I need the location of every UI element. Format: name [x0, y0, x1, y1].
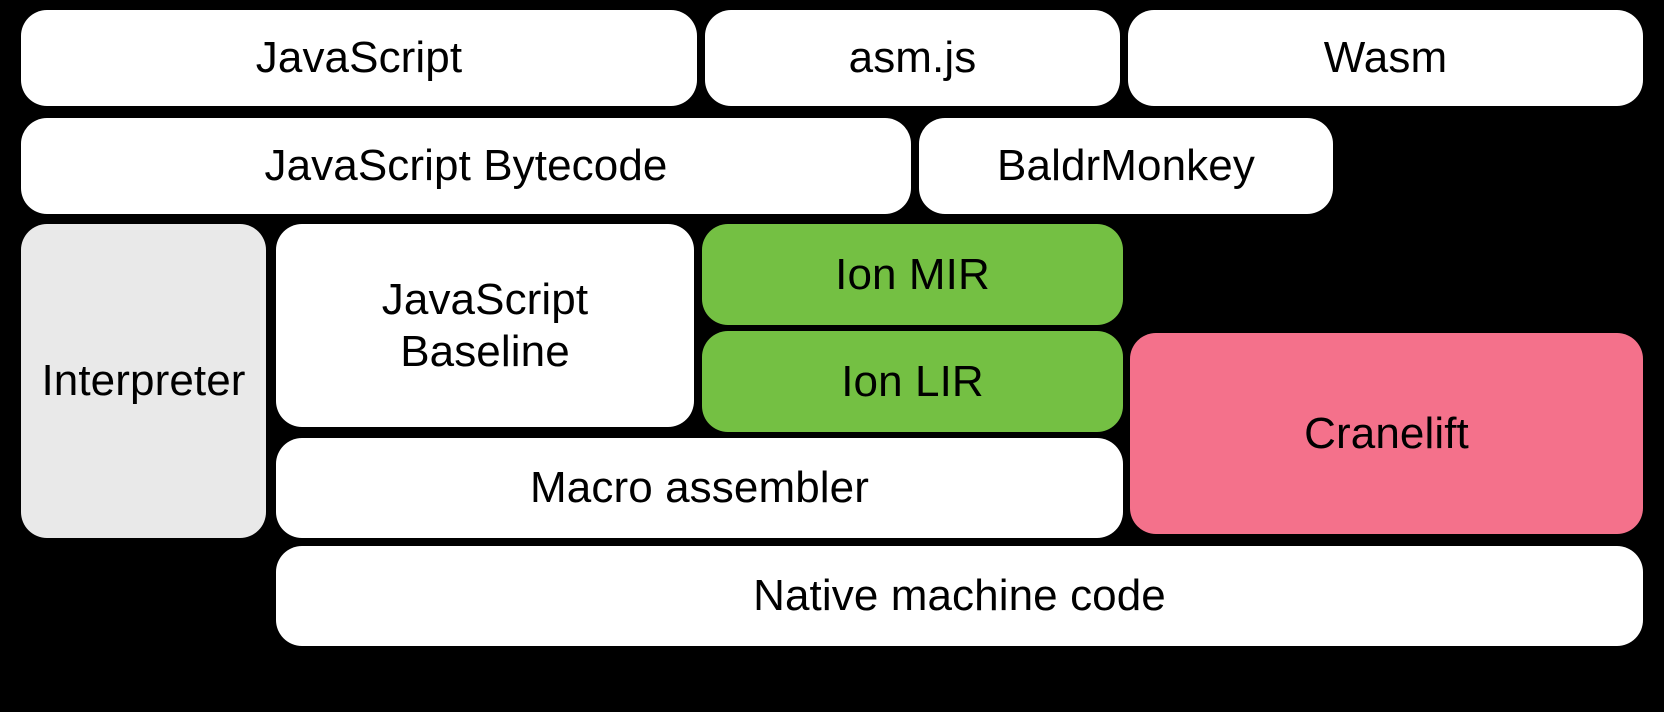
node-native-machine-code: Native machine code: [276, 546, 1643, 646]
node-interpreter: Interpreter: [21, 224, 266, 538]
node-javascript: JavaScript: [21, 10, 697, 106]
node-javascript-bytecode: JavaScript Bytecode: [21, 118, 911, 214]
node-baldrmonkey: BaldrMonkey: [919, 118, 1333, 214]
node-macro-assembler: Macro assembler: [276, 438, 1123, 538]
node-ion-mir: Ion MIR: [702, 224, 1123, 325]
node-cranelift: Cranelift: [1130, 333, 1643, 534]
node-javascript-baseline: JavaScript Baseline: [276, 224, 694, 427]
node-ion-lir: Ion LIR: [702, 331, 1123, 432]
node-wasm: Wasm: [1128, 10, 1643, 106]
node-asmjs: asm.js: [705, 10, 1120, 106]
